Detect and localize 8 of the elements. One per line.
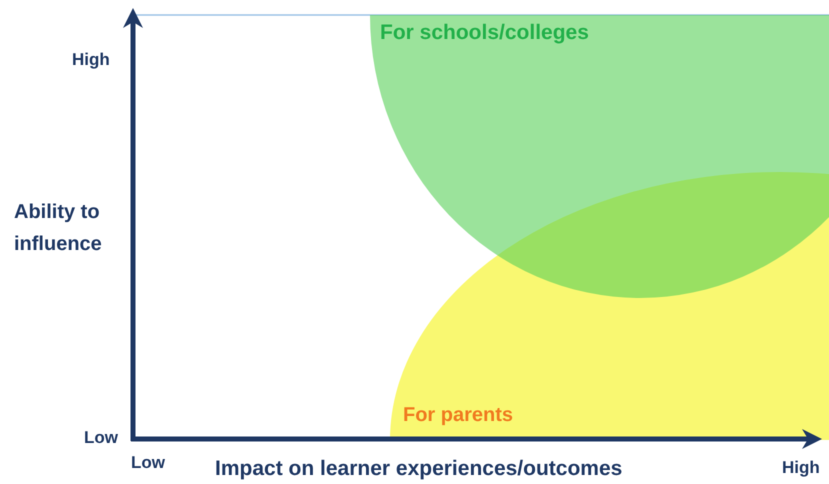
region-label: For parents: [403, 404, 514, 427]
axis-tick-label: High: [782, 458, 820, 478]
axis-tick-label: Low: [131, 453, 165, 473]
axis-title: Impact on learner experiences/outcomes: [215, 457, 622, 481]
axis-title: Ability to influence: [14, 200, 103, 257]
region-label: For schools/colleges: [380, 21, 589, 45]
axis-tick-label: High: [72, 50, 110, 70]
axis-tick-label: Low: [84, 428, 118, 448]
